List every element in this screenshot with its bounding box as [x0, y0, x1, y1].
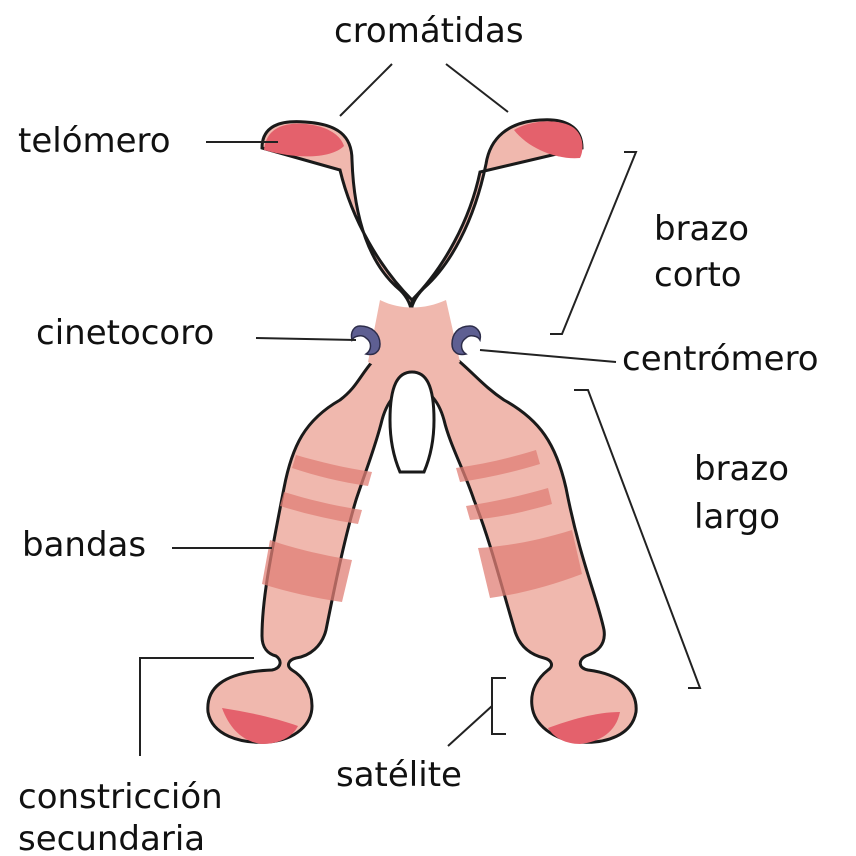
label-cromatidas: cromátidas [334, 11, 524, 51]
left-chromatid [208, 122, 412, 743]
chromosome [208, 120, 636, 744]
label-brazo-corto-2: corto [654, 255, 742, 295]
kinetochore-right [452, 326, 480, 355]
bracket-satelite [492, 678, 506, 734]
leader-cinetocoro [256, 338, 356, 340]
label-brazo-largo-2: largo [694, 497, 780, 537]
leader-cromatidas-left [340, 64, 392, 116]
label-telomero: telómero [18, 121, 171, 161]
leader-cromatidas-right [446, 64, 508, 112]
label-satelite: satélite [336, 755, 462, 795]
bracket-brazo-corto [550, 152, 636, 334]
leader-satelite [448, 706, 492, 746]
label-centromero: centrómero [622, 339, 819, 379]
label-bandas: bandas [22, 525, 146, 565]
centromere-notch [390, 372, 434, 472]
leader-centromero [480, 350, 616, 362]
label-brazo-corto-1: brazo [654, 209, 749, 249]
label-cinetocoro: cinetocoro [36, 313, 214, 353]
label-constriccion-2: secundaria [18, 819, 205, 856]
centromere-body [368, 300, 460, 373]
label-brazo-largo-1: brazo [694, 449, 789, 489]
right-chromatid [411, 120, 637, 743]
label-constriccion-1: constricción [18, 777, 223, 817]
